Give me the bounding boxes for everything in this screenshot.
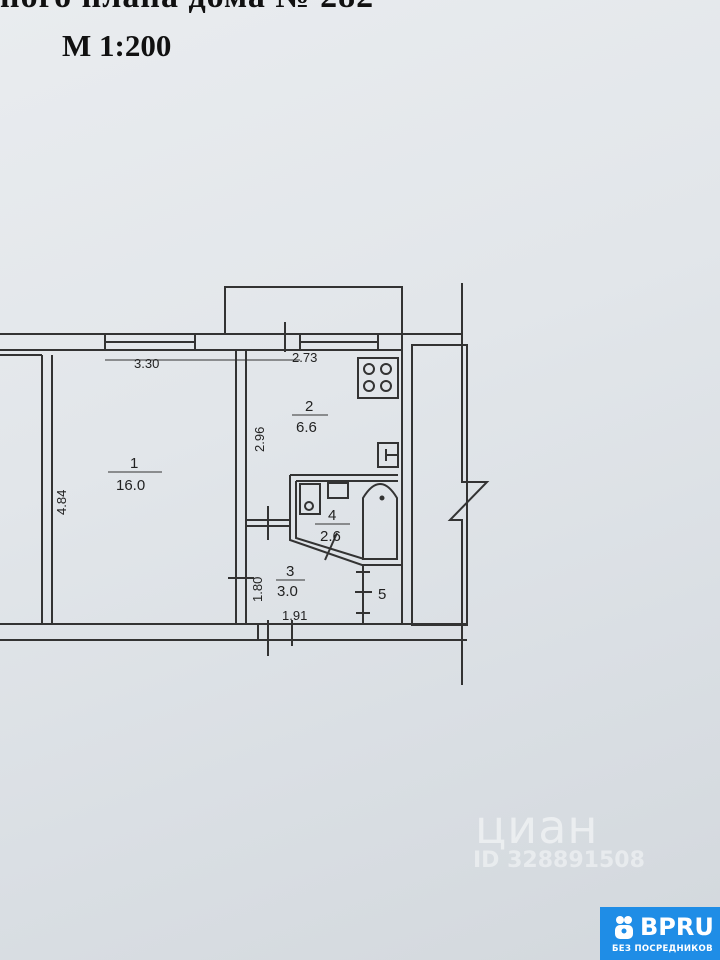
logo-name: BPRU bbox=[640, 913, 714, 941]
dim-room1-width: 3.30 bbox=[134, 356, 159, 371]
room2-number: 2 bbox=[305, 398, 313, 415]
plan-title: ного плана дома № 282 bbox=[0, 0, 374, 16]
dim-kitchen-width: 2.73 bbox=[292, 350, 317, 365]
dim-kitchen-length: 2.96 bbox=[252, 427, 267, 452]
dim-hall-length: 1.80 bbox=[250, 577, 265, 602]
stove bbox=[357, 357, 399, 399]
room3-area: 3.0 bbox=[277, 583, 298, 600]
watermark-brand: циан bbox=[475, 800, 599, 854]
bathtub bbox=[362, 483, 398, 560]
watermark-id: ID 328891508 bbox=[473, 848, 645, 873]
room3-number: 3 bbox=[286, 563, 294, 580]
room1-area: 16.0 bbox=[116, 477, 145, 494]
room2-area: 6.6 bbox=[296, 419, 317, 436]
room4-area: 2.6 bbox=[320, 528, 341, 545]
room1-number: 1 bbox=[130, 455, 138, 472]
room4-number: 4 bbox=[328, 507, 336, 524]
room5-number: 5 bbox=[378, 586, 386, 603]
balcony bbox=[224, 286, 403, 335]
corridor bbox=[411, 344, 468, 626]
logo-tagline: БЕЗ ПОСРЕДНИКОВ bbox=[612, 944, 713, 954]
dim-hall-width: 1.91 bbox=[282, 608, 307, 623]
bpru-logo: BPRU БЕЗ ПОСРЕДНИКОВ bbox=[600, 907, 720, 960]
plan-scale: М 1:200 bbox=[62, 28, 172, 63]
people-icon bbox=[615, 916, 633, 939]
dim-room1-length: 4.84 bbox=[54, 490, 69, 515]
